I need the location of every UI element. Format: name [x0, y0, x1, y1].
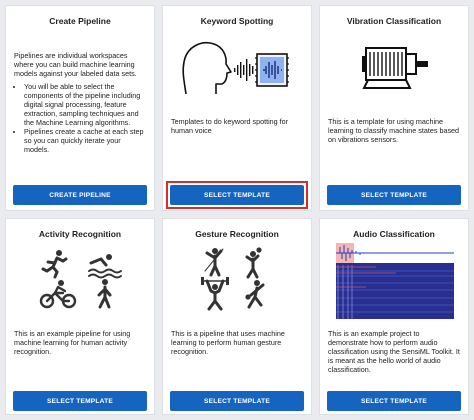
select-template-button[interactable]: SELECT TEMPLATE [170, 391, 304, 411]
gesture-icons [201, 247, 265, 311]
card-keyword-spotting: Keyword Spotting Templates to do keyword… [162, 5, 312, 211]
card-create-pipeline: Create Pipeline Pipelines are individual… [5, 5, 155, 211]
create-pipeline-button[interactable]: CREATE PIPELINE [13, 185, 147, 205]
keyword-illustration [182, 42, 289, 95]
card-description: This is an example pipeline for using ma… [14, 329, 131, 356]
card-bullet-list: You will be able to select the component… [14, 82, 146, 154]
sound-wave-icon [234, 59, 254, 81]
card-description: This is an example project to demonstrat… [328, 329, 460, 374]
audio-chip-icon [255, 53, 289, 87]
card-title: Create Pipeline [49, 16, 111, 26]
select-template-button[interactable]: SELECT TEMPLATE [170, 185, 304, 205]
weightlifter-icon [201, 277, 229, 311]
card-audio-classification: Audio Classification This is an example … [319, 218, 469, 415]
list-item: You will be able to select the component… [24, 82, 146, 127]
select-template-button[interactable]: SELECT TEMPLATE [13, 391, 147, 411]
card-title: Gesture Recognition [195, 229, 279, 239]
card-description: This is a template for using machine lea… [328, 117, 460, 144]
golfer-icon [204, 248, 224, 277]
activity-icons [39, 250, 122, 309]
card-activity-recognition: Activity Recognition This is an example … [5, 218, 155, 415]
card-description-text: Pipelines are individual workspaces wher… [14, 51, 137, 78]
spectrogram-icon [336, 243, 454, 319]
human-head-icon [182, 42, 232, 95]
card-description: This is a pipeline that uses machine lea… [171, 329, 285, 356]
swimming-person-icon [88, 254, 122, 279]
card-title: Keyword Spotting [200, 16, 274, 26]
card-title: Activity Recognition [38, 229, 122, 239]
card-title: Vibration Classification [346, 16, 442, 26]
bowler-icon [245, 280, 265, 309]
select-template-button[interactable]: SELECT TEMPLATE [327, 391, 461, 411]
select-template-highlight [166, 181, 308, 209]
select-template-button[interactable]: SELECT TEMPLATE [327, 185, 461, 205]
card-description: Templates to do keyword spotting for hum… [171, 117, 289, 135]
card-gesture-recognition: Gesture Recognition This is a pipeline t… [162, 218, 312, 415]
card-title: Audio Classification [353, 229, 435, 239]
basketball-player-icon [245, 247, 262, 279]
walking-person-icon [97, 279, 112, 309]
list-item: Pipelines create a cache at each step so… [24, 127, 146, 154]
card-description: Pipelines are individual workspaces wher… [14, 51, 146, 154]
electric-motor-icon [362, 47, 428, 89]
cycling-person-icon [39, 280, 77, 309]
card-vibration-classification: Vibration Classification This is a templ… [319, 5, 469, 211]
running-person-icon [41, 250, 68, 279]
